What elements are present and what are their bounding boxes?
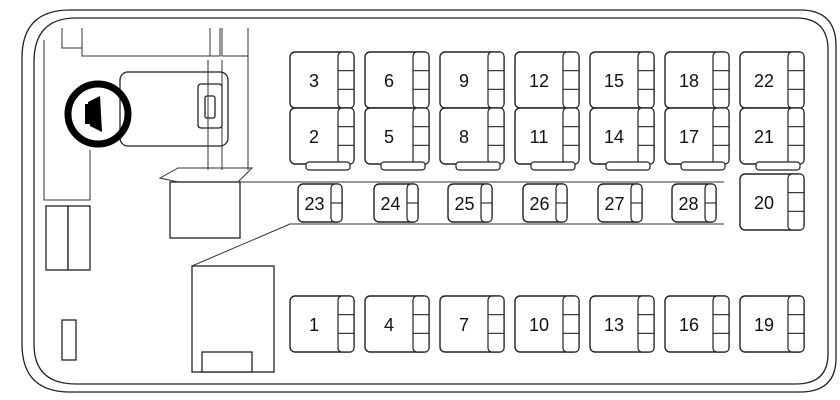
seat-number: 7 (459, 315, 469, 335)
seat-7[interactable]: 7 (439, 295, 505, 353)
seat-3[interactable]: 3 (289, 51, 355, 109)
seat-number: 19 (754, 315, 774, 335)
seat-number: 22 (754, 71, 774, 91)
seat-5[interactable]: 5 (364, 107, 430, 171)
seat-25[interactable]: 25 (447, 183, 493, 223)
seat-backrest (787, 51, 805, 109)
seat-number: 10 (529, 315, 549, 335)
seat-22[interactable]: 22 (739, 51, 805, 109)
seat-backrest (337, 51, 355, 109)
seat-10[interactable]: 10 (514, 295, 580, 353)
seat-backrest (787, 295, 805, 353)
seat-number: 14 (604, 127, 624, 147)
seat-backrest (412, 107, 430, 165)
seat-backrest (487, 51, 505, 109)
seat-number: 20 (754, 193, 774, 213)
seat-number: 28 (678, 194, 698, 214)
seat-18[interactable]: 18 (664, 51, 730, 109)
seat-footrest (680, 161, 726, 171)
seat-backrest (712, 295, 730, 353)
seat-17[interactable]: 17 (664, 107, 730, 171)
aisle (191, 181, 724, 373)
seat-4[interactable]: 4 (364, 295, 430, 353)
seat-number: 17 (679, 127, 699, 147)
seat-backrest (787, 107, 805, 165)
seat-19[interactable]: 19 (739, 295, 805, 353)
seat-backrest (412, 51, 430, 109)
seat-backrest (712, 51, 730, 109)
seat-backrest (337, 107, 355, 165)
seat-number: 27 (604, 194, 624, 214)
seat-backrest (637, 107, 655, 165)
seat-13[interactable]: 13 (589, 295, 655, 353)
seat-backrest (412, 295, 430, 353)
seat-number: 2 (309, 127, 319, 147)
seat-footrest (605, 161, 651, 171)
seat-number: 1 (309, 315, 319, 335)
seat-number: 18 (679, 71, 699, 91)
seat-backrest (487, 295, 505, 353)
seat-footrest (305, 161, 351, 171)
seat-14[interactable]: 14 (589, 107, 655, 171)
seat-number: 21 (754, 127, 774, 147)
seat-backrest (562, 107, 580, 165)
seat-footrest (755, 161, 801, 171)
seat-footrest (380, 161, 426, 171)
seat-number: 24 (380, 194, 400, 214)
seat-number: 13 (604, 315, 624, 335)
seat-24[interactable]: 24 (373, 183, 419, 223)
seat-number: 4 (384, 315, 394, 335)
bus-outline (21, 9, 837, 393)
seat-23[interactable]: 23 (297, 183, 343, 223)
seat-backrest (337, 295, 355, 353)
seat-27[interactable]: 27 (597, 183, 643, 223)
seat-number: 12 (529, 71, 549, 91)
seat-8[interactable]: 8 (439, 107, 505, 171)
seat-backrest (562, 51, 580, 109)
seat-number: 25 (454, 194, 474, 214)
seat-backrest (712, 107, 730, 165)
seat-number: 9 (459, 71, 469, 91)
seat-number: 11 (530, 127, 549, 147)
seat-backrest (787, 173, 805, 231)
seat-26[interactable]: 26 (522, 183, 568, 223)
seat-12[interactable]: 12 (514, 51, 580, 109)
seat-backrest (562, 295, 580, 353)
seat-number: 23 (304, 194, 324, 214)
seat-20[interactable]: 20 (739, 173, 805, 231)
seat-number: 5 (384, 127, 394, 147)
seat-28[interactable]: 28 (671, 183, 717, 223)
seat-number: 16 (679, 315, 699, 335)
steering-wheel-icon (64, 80, 132, 148)
seat-16[interactable]: 16 (664, 295, 730, 353)
seat-2[interactable]: 2 (289, 107, 355, 171)
seat-number: 26 (529, 194, 549, 214)
driver-area (43, 28, 254, 361)
seat-1[interactable]: 1 (289, 295, 355, 353)
seat-backrest (637, 51, 655, 109)
seat-footrest (530, 161, 576, 171)
seat-21[interactable]: 21 (739, 107, 805, 171)
seat-backrest (637, 295, 655, 353)
seat-number: 8 (459, 127, 469, 147)
seat-number: 15 (604, 71, 624, 91)
seat-footrest (455, 161, 501, 171)
seat-number: 6 (384, 71, 394, 91)
seat-9[interactable]: 9 (439, 51, 505, 109)
seat-6[interactable]: 6 (364, 51, 430, 109)
seat-backrest (487, 107, 505, 165)
seat-11[interactable]: 11 (514, 107, 580, 171)
seat-number: 3 (309, 71, 319, 91)
seat-15[interactable]: 15 (589, 51, 655, 109)
